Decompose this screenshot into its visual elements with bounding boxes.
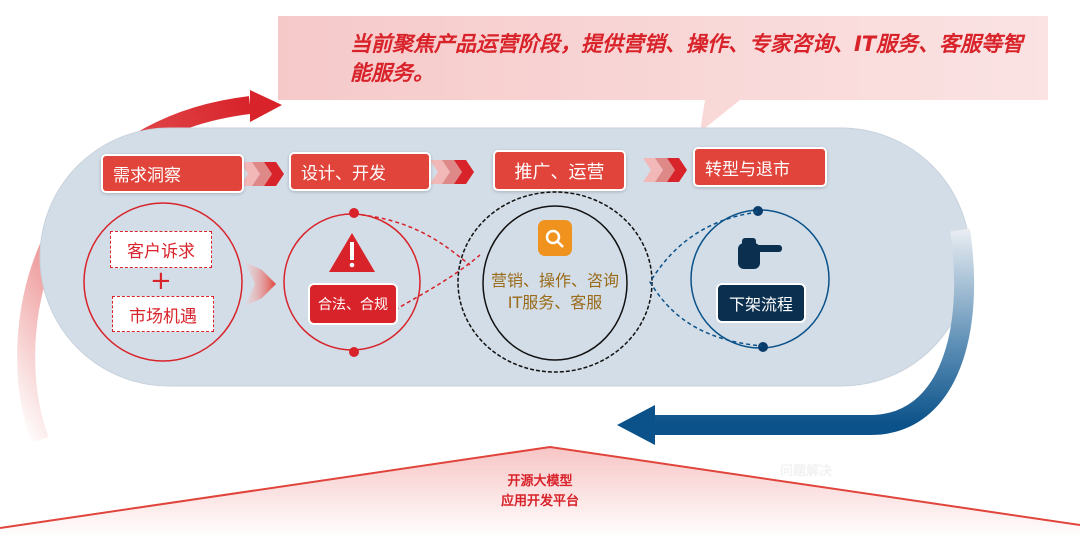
search-service-icon [538,220,572,256]
stage-design-develop[interactable]: 设计、开发 [289,152,431,191]
chevron-icon [643,158,687,182]
market-opportunity-box: 市场机遇 [112,296,214,332]
platform-line-2: 应用开发平台 [500,494,579,509]
chevron-icon [240,162,284,186]
marker-dot [753,206,763,216]
services-line-1: 营销、操作、咨询 [490,271,619,290]
services-line-2: IT服务、客服 [507,293,603,312]
stage-demand-insight[interactable]: 需求洞察 [101,154,244,193]
red-arrowhead [250,90,282,122]
dashed-connector [649,211,763,347]
dashed-connector [353,213,481,311]
marker-dot [349,208,359,218]
marker-dot [758,342,768,352]
callout-bubble [278,16,1048,132]
platform-line-1: 开源大模型 [507,474,573,489]
operate-circle-outer [457,191,653,373]
marker-dot [349,347,359,357]
blue-arrowhead [617,405,655,445]
flow-arrow [245,262,276,306]
compliance-label: 合法、合规 [308,283,398,325]
platform-label: 开源大模型 应用开发平台 [470,472,610,512]
platform-outline [0,445,1080,529]
warning-icon [329,233,375,272]
platform-base [0,447,1080,538]
callout-text: 当前聚焦产品运营阶段，提供营销、操作、专家咨询、IT服务、客服等智能服务。 [350,32,1024,85]
pointing-hand-icon [738,238,782,269]
blue-flow-arrow [650,228,975,435]
stage-transform-exit[interactable]: 转型与退市 [693,147,827,187]
chevron-icon [430,160,474,184]
delisting-process-label: 下架流程 [716,283,806,323]
stage-promote-operate[interactable]: 推广、运营 [493,150,626,191]
operate-circle [482,205,628,361]
plus-sign: + [150,266,172,296]
services-text: 营销、操作、咨询 IT服务、客服 [470,270,640,314]
customer-needs-box: 客户诉求 [110,231,212,268]
insight-circle [83,202,243,362]
faint-label: 问题解决 [780,464,833,479]
